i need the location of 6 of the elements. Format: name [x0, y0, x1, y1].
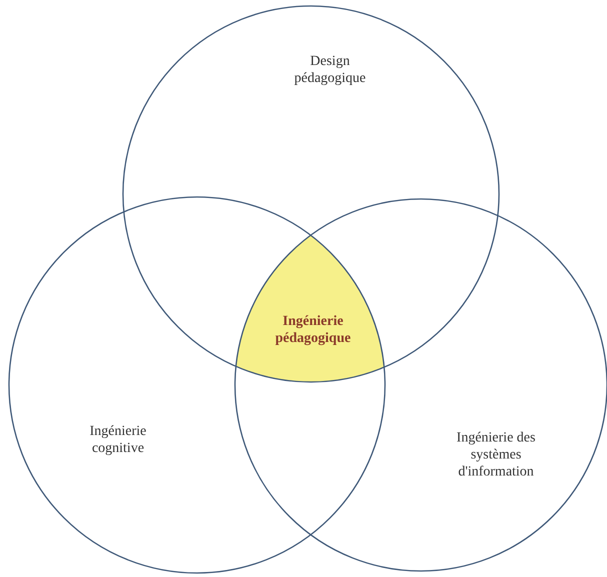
venn-circle — [122, 5, 500, 383]
circle-label: Design pédagogique — [293, 53, 367, 87]
venn-circle — [8, 196, 386, 574]
circle-label: Ingénierie des systèmes d'information — [456, 430, 536, 480]
circle-label: Ingénierie pédagogique — [274, 312, 352, 347]
circle-label: Ingénierie cognitive — [88, 423, 148, 457]
